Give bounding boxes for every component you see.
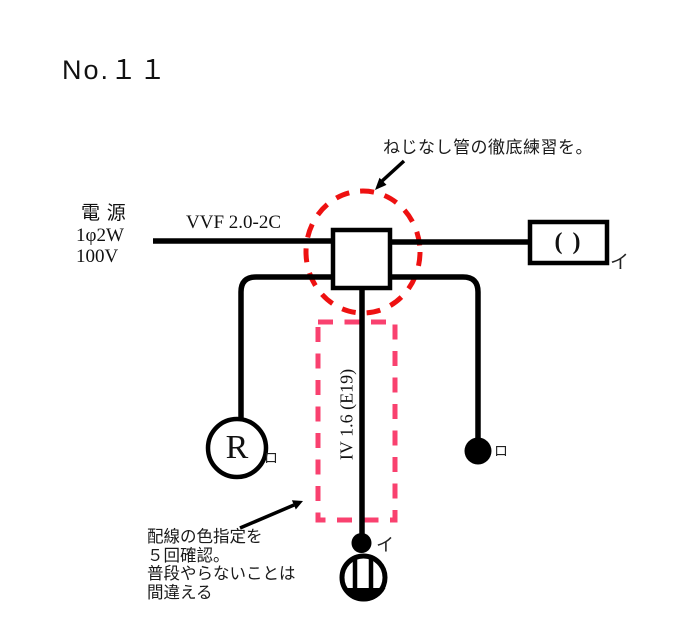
- conduit-spec-label: IV 1.6 (E19): [336, 368, 357, 461]
- power-source-label: 電 源 1φ2W 100V: [76, 203, 127, 268]
- top-annotation: ねじなし管の徹底練習を。: [383, 138, 593, 157]
- bottom-annotation: 配線の色指定を ５回確認。 普段やらないことは 間違える: [147, 528, 296, 602]
- circuit-mark-switch-ro: ロ: [494, 445, 508, 460]
- switch-dot-ro-symbol: [464, 437, 492, 465]
- bottom-note-arrow: [239, 500, 303, 530]
- circuit-mark-receptacle-ro: ロ: [264, 452, 278, 467]
- ceiling-rosette-rect-symbol: [527, 219, 610, 266]
- bottom-annotation-line4: 間違える: [147, 583, 213, 602]
- circuit-mark-ceiling-i: イ: [610, 252, 630, 273]
- top-note-arrow: [375, 159, 406, 190]
- circuit-mark-light-i: イ: [376, 535, 394, 555]
- line-to-receptacle: [238, 274, 333, 420]
- power-source-line1: 電 源: [81, 203, 127, 224]
- red-dashed-highlight-circle: [303, 188, 423, 316]
- power-source-line2: 1φ2W: [76, 224, 124, 246]
- hook-ceiling-base-fill: [342, 588, 386, 602]
- bottom-annotation-line3: 普段やらないことは: [147, 565, 296, 583]
- pink-dashed-highlight-rect: [315, 319, 398, 523]
- hook-ceiling-contact-bars: [352, 556, 374, 589]
- cable-spec-label: VVF 2.0-2C: [186, 212, 282, 233]
- power-source-line3: 100V: [76, 246, 119, 267]
- receptacle-letter: R: [225, 429, 249, 466]
- line-to-switch-ro: [390, 274, 481, 440]
- junction-box-symbol: [330, 227, 393, 291]
- bottom-annotation-line1: 配線の色指定を: [147, 528, 263, 546]
- lamp-receptacle-symbol: [205, 416, 269, 480]
- switch-dot-i-symbol: [351, 533, 372, 553]
- ceiling-rosette-glyph: ( ): [554, 228, 583, 255]
- bottom-annotation-line2: ５回確認。: [147, 546, 230, 565]
- sheet-number-title: No.１１: [62, 55, 169, 85]
